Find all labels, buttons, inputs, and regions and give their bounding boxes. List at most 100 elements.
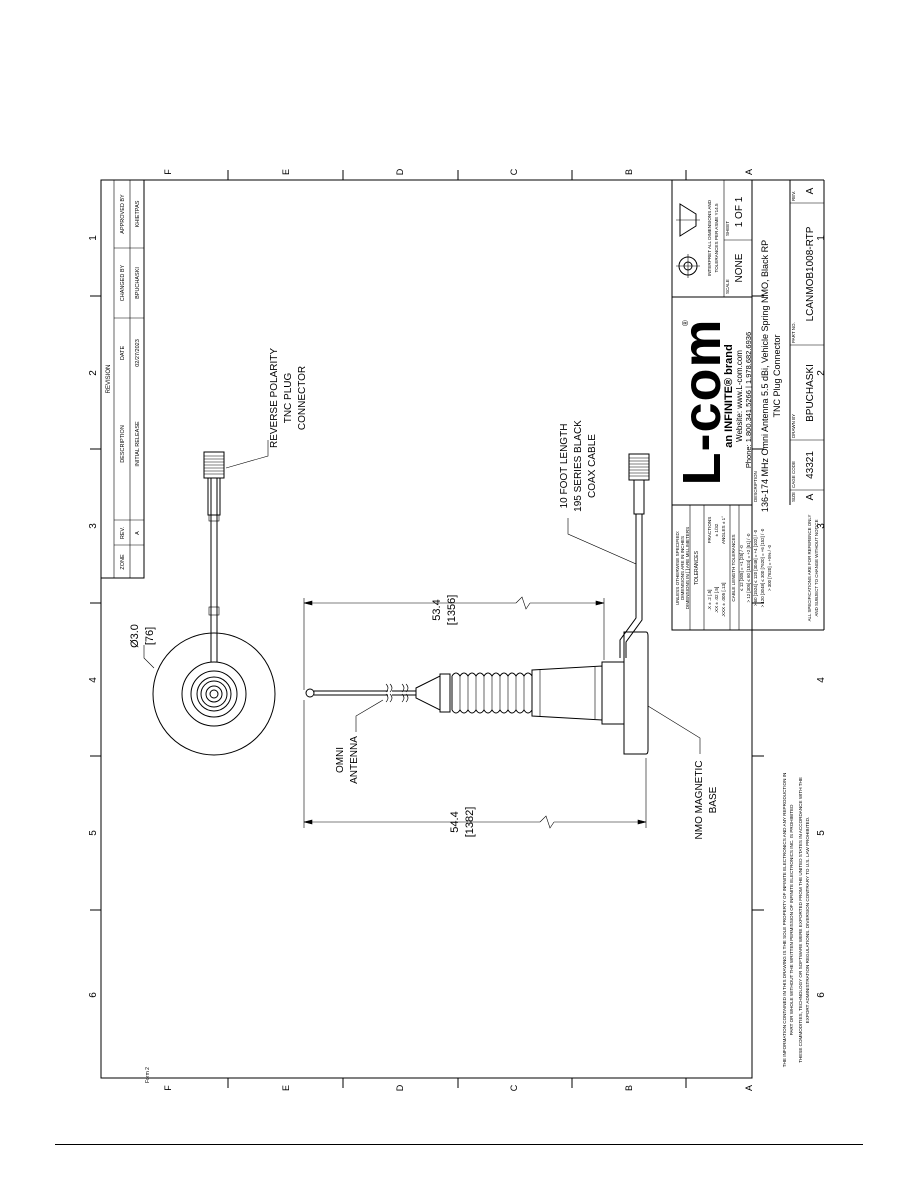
revision-date: 02/27/2023 [135, 339, 141, 367]
zone-number: 1 [88, 235, 99, 241]
zone-number: 1 [816, 235, 827, 241]
sheet-value: 1 OF 1 [734, 196, 745, 227]
proprietary-line1: THE INFORMATION CONTAINED IN THIS DRAWIN… [782, 773, 787, 1068]
side-view-tnc-connector [628, 453, 650, 481]
revision-approved-by: KHIETPAS [135, 200, 141, 227]
brand-website: Website: www.L-com.com [735, 350, 744, 442]
cage-code-label: CAGE CODE [791, 461, 796, 488]
third-angle-projection-icon [676, 203, 700, 278]
revision-title: REVISION [106, 365, 112, 394]
zone-letter: F [163, 169, 173, 175]
omni-callout-line2: ANTENNA [349, 736, 360, 784]
cable-tolerance-2: > 12 [305] ≤ 60 [1524] = +2 [51] / -0 [746, 533, 751, 602]
top-view-tnc-connector [203, 451, 225, 479]
revision-header-rev: REV. [120, 526, 126, 539]
sheet-label: SHEET [725, 221, 730, 236]
tolerance-xx: .XX ± .02 [.5] [714, 587, 719, 614]
export-line2: EXPORT ADMINISTRATION REGULATIONS. DIVER… [805, 817, 810, 1024]
proprietary-line2: PART OR WHOLE WITHOUT THE WRITTEN PERMIS… [789, 804, 794, 1035]
drawing-border [100, 179, 753, 1079]
l-com-logo: L-com [672, 319, 732, 486]
scale-label: SCALE [725, 279, 730, 294]
projection-note-line2: TOLERANCES PER ASME Y14.5 [714, 203, 719, 272]
zone-letter: B [624, 169, 634, 175]
zone-number: 4 [816, 677, 827, 683]
rev-label: REV. [791, 191, 796, 201]
rev-value: A [805, 187, 816, 194]
tolerance-fractions-value: ± 1/32 [714, 523, 719, 536]
page-footer-rule [55, 1144, 863, 1145]
spec-note-line2: AND SUBJECT TO CHANGE WITHOUT NOTICE [814, 519, 819, 616]
description-label: DESCRIPTION [753, 471, 758, 502]
registered-mark: ® [681, 320, 690, 326]
revision-header-zone: ZONE [120, 554, 126, 570]
zone-letter: A [744, 169, 754, 175]
nmo-magnetic-base [623, 631, 649, 755]
part-number-value: LCANMOB1008-RTP [805, 226, 816, 321]
form-label: Form 2 [145, 1067, 151, 1083]
cable-callout-line3: COAX CABLE [587, 434, 598, 498]
tolerance-fractions-title: FRACTIONS [707, 517, 712, 544]
tolerance-note-line1: UNLESS OTHERWISE SPECIFIED: [675, 531, 680, 605]
diameter-leader [143, 645, 155, 669]
tolerance-angles: ANGLES ± 1° [721, 516, 726, 544]
tnc-callout-line1: REVERSE POLARITY [269, 348, 280, 448]
zone-letter: C [509, 168, 519, 175]
revision-header-date: DATE [120, 346, 126, 361]
zone-number: 5 [816, 830, 827, 836]
zone-number: 6 [816, 992, 827, 998]
size-value: A [805, 493, 816, 500]
tnc-leader [225, 440, 269, 469]
brand-phone: Phone: 1.800.341.5266 | 1.978.682.6936 [744, 332, 753, 468]
revision-rev: A [135, 531, 141, 535]
top-view-cable [207, 477, 221, 662]
nmo-spring-mount [415, 661, 625, 725]
dimension-upper [303, 596, 605, 690]
cable-tolerance-1: ≤ 12 [305] = +1 [25] / -0 [739, 545, 744, 591]
omni-callout-line1: OMNI [335, 747, 346, 773]
zone-letter: E [281, 1085, 291, 1091]
diameter-callout-mm: [76] [144, 627, 156, 645]
zone-number: 2 [88, 370, 99, 376]
dimension-lower [303, 700, 647, 829]
spec-note-line1: ALL SPECIFICATIONS ARE FOR REFERENCE ONL… [807, 515, 812, 622]
revision-header-changed-by: CHANGED BY [120, 264, 126, 301]
tnc-callout-line3: CONNECTOR [297, 366, 308, 430]
top-view-base [152, 632, 276, 756]
zone-letter: D [395, 1084, 405, 1091]
zone-number: 4 [88, 677, 99, 683]
zone-letter: C [509, 1084, 519, 1091]
omni-leader [355, 699, 384, 732]
cable-tolerance-4: > 120 [3048] ≤ 300 [7620] = +6 [152] / -… [760, 528, 765, 607]
cable-callout-line1: 10 FOOT LENGTH [559, 424, 570, 509]
base-callout-line1: NMO MAGNETIC [694, 761, 705, 840]
revision-changed-by: BPUCHASKI [135, 267, 141, 299]
zone-letter: D [395, 168, 405, 175]
zone-ticks [90, 170, 764, 1088]
zone-number: 3 [88, 523, 99, 529]
drawn-by-label: DRAWN BY [791, 414, 796, 438]
zone-letter: B [624, 1085, 634, 1091]
tolerance-xxx: .XXX ± .005 [.13] [721, 583, 726, 618]
diameter-callout: Ø3.0 [129, 624, 141, 648]
zone-letter: F [163, 1085, 173, 1091]
cable-callout-line2: 195 SERIES BLACK [573, 420, 584, 512]
zone-number: 2 [816, 370, 827, 376]
projection-note-line1: INTERPRET ALL DIMENSIONS AND [707, 199, 712, 276]
title-block [671, 179, 825, 631]
drawn-by-value: BPUCHASKI [805, 364, 816, 422]
zone-number: 3 [816, 523, 827, 529]
cable-tolerance-3: > 60 [1524] ≤ 120 [3048] = +4 [102] / -0 [753, 529, 758, 606]
tolerance-x: .X ± .2 [.5] [707, 590, 712, 611]
zone-letter: A [744, 1085, 754, 1091]
tnc-callout-line2: TNC PLUG [283, 372, 294, 423]
scale-value: NONE [734, 253, 745, 282]
description-line2: TNC Plug Connector [772, 334, 782, 417]
tolerance-title: TOLERANCES [694, 550, 700, 584]
revision-header-approved-by: APPROVED BY [120, 194, 126, 234]
zone-number: 5 [88, 830, 99, 836]
omni-antenna-whip [305, 683, 416, 703]
side-view-coax-cable [619, 479, 645, 658]
dimension-lower-value: 54.4 [449, 811, 461, 832]
